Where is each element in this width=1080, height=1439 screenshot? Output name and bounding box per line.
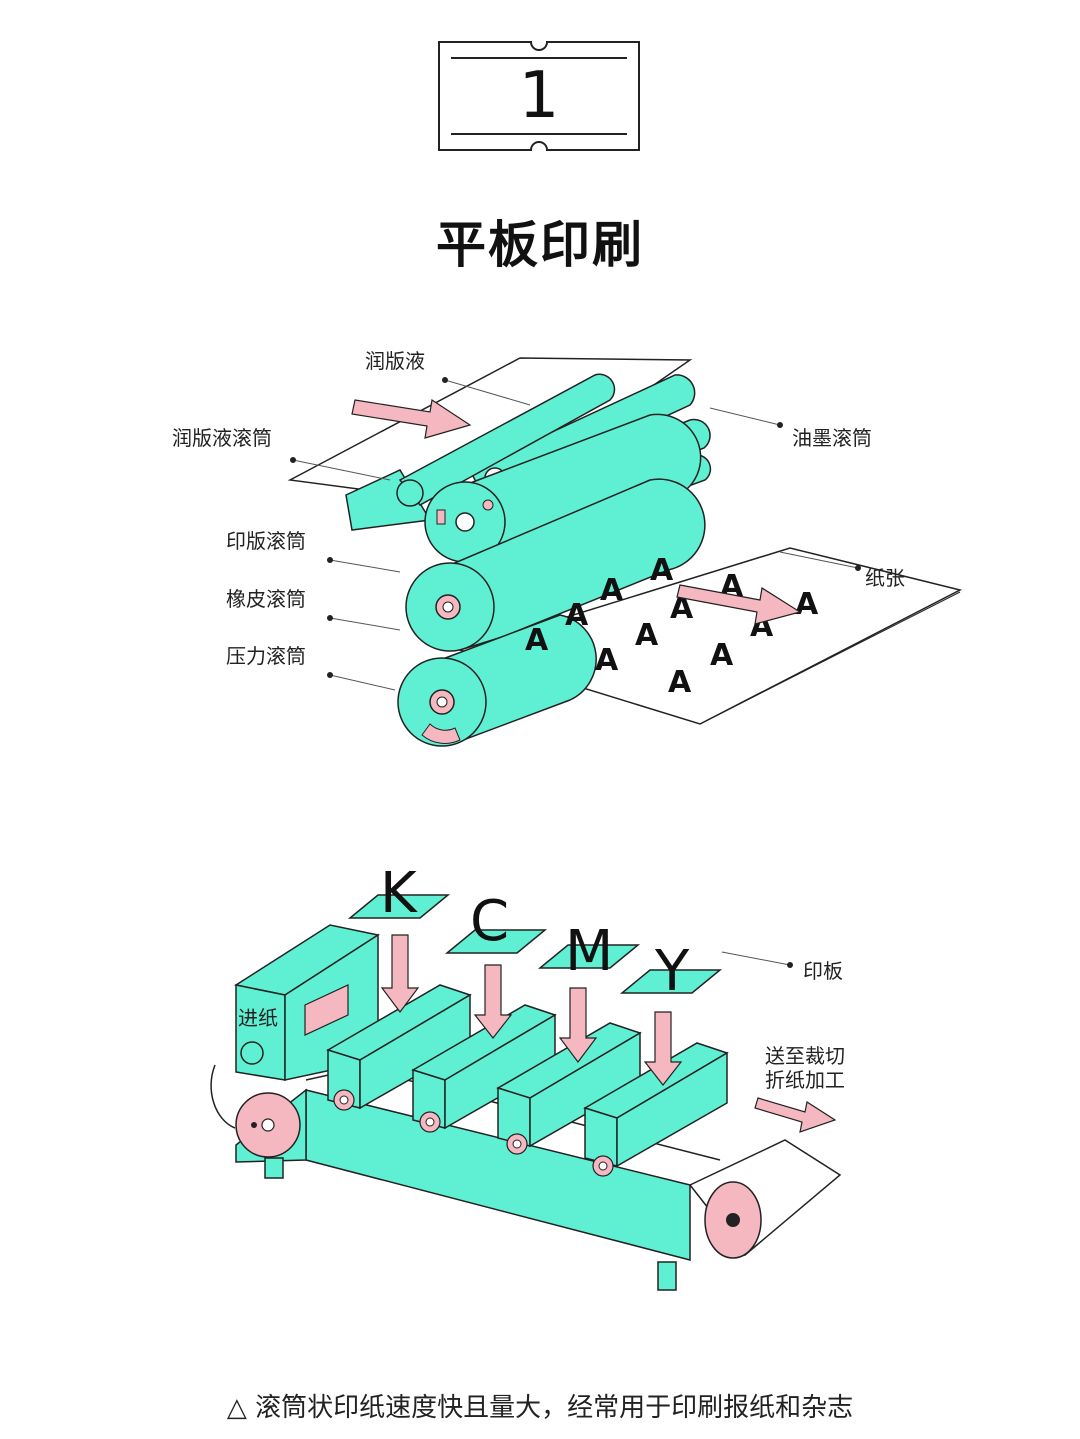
dampening-flow-arrow: [351, 398, 472, 439]
step-number-frame: [438, 41, 640, 151]
label-paper: 纸张: [865, 566, 905, 590]
label-ink-roller: 油墨滚筒: [792, 426, 872, 450]
sheet-letter: A: [595, 643, 619, 678]
label-plate-cylinder: 印版滚筒: [226, 529, 306, 553]
label-paper-feed: 进纸: [238, 1006, 278, 1030]
label-output-line2: 折纸加工: [765, 1068, 845, 1092]
step-number: 1: [518, 59, 560, 133]
label-dampening-roller: 润版液滚筒: [172, 426, 272, 450]
sheet-letter: A: [565, 598, 589, 633]
label-plate: 印板: [803, 959, 843, 983]
plate-label-y: Y: [654, 939, 690, 1004]
plate-label-c: C: [470, 889, 509, 954]
sheet-letter: A: [650, 553, 674, 588]
web-press-illustration: K C M Y 进纸: [210, 861, 845, 1291]
sheet-letter: A: [525, 623, 549, 658]
sheet-letter: A: [710, 638, 734, 673]
sheet-letter: A: [600, 573, 624, 608]
label-blanket-cylinder: 橡皮滚筒: [226, 587, 306, 611]
label-impression-cylinder: 压力滚筒: [226, 644, 306, 668]
printed-letters: A A A A A A A A A A A A: [525, 553, 819, 700]
label-output-line1: 送至裁切: [765, 1044, 845, 1068]
plate-c: [444, 929, 548, 954]
plate-label-k: K: [380, 861, 418, 926]
sheet-letter: A: [635, 618, 659, 653]
page-title: 平板印刷: [436, 216, 644, 274]
plate-m: [537, 944, 641, 969]
plate-y: [619, 969, 723, 994]
plate-label-m: M: [565, 919, 613, 984]
paper-flow-arrow: [676, 584, 802, 625]
output-arrow: [754, 1097, 837, 1133]
offset-press-illustration: A A A A A A A A A A A A: [172, 349, 963, 747]
printing-units: [326, 984, 729, 1168]
printing-diagrams: A A A A A A A A A A A A: [172, 349, 963, 1291]
caption: △ 滚筒状印纸速度快且量大，经常用于印刷报纸和杂志: [226, 1393, 854, 1423]
sheet-letter: A: [668, 665, 692, 700]
label-dampening-solution: 润版液: [365, 349, 425, 373]
plate-k: [347, 894, 451, 919]
sheet-letter: A: [795, 587, 819, 622]
